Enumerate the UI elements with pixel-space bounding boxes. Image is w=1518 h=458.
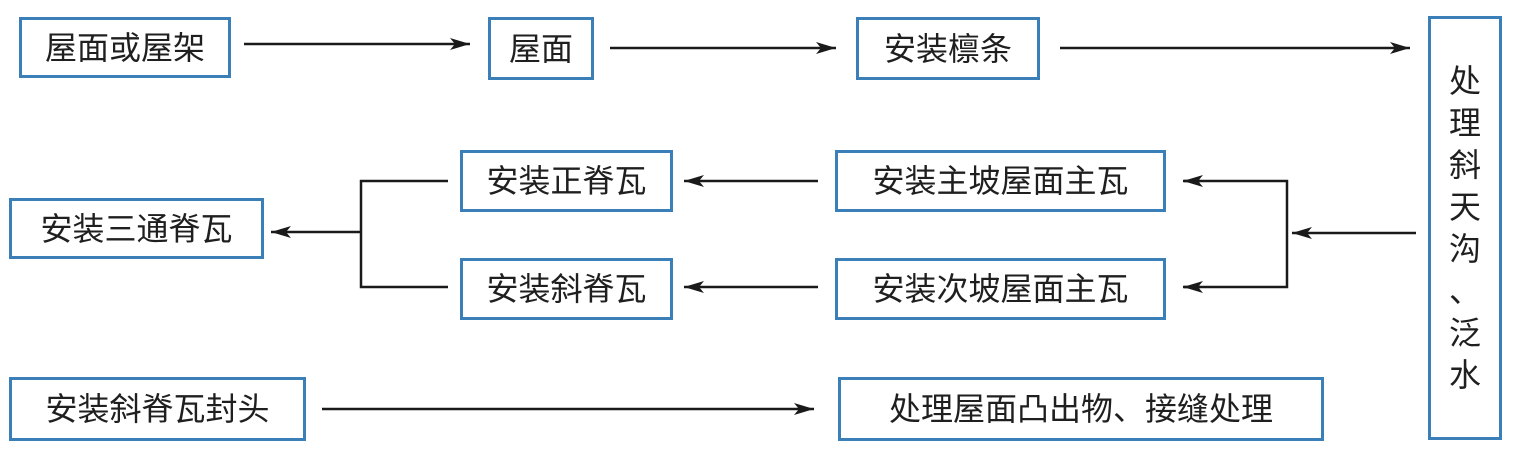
node-secondary-slope-tiles: 安装次坡屋面主瓦	[835, 258, 1166, 320]
valley-char: 处	[1448, 62, 1481, 100]
bracket-slope-branch	[1184, 179, 1289, 289]
node-ridge-tiles: 安装正脊瓦	[460, 150, 673, 212]
node-roof: 屋面	[488, 17, 594, 80]
valley-char: 天	[1448, 188, 1481, 226]
node-handle-valley-flashing: 处 理 斜 天 沟 、 泛 水	[1428, 16, 1502, 440]
node-main-slope-tiles: 安装主坡屋面主瓦	[835, 150, 1166, 212]
node-three-way-ridge-tiles: 安装三通脊瓦	[9, 198, 264, 259]
node-hip-ridge-end-caps: 安装斜脊瓦封头	[9, 377, 306, 441]
node-roof-or-truss: 屋面或屋架	[19, 17, 231, 78]
node-hip-ridge-tiles: 安装斜脊瓦	[460, 258, 673, 320]
valley-char: 斜	[1448, 146, 1481, 184]
node-protrusions-and-joints: 处理屋面凸出物、接缝处理	[838, 377, 1324, 441]
valley-char: 沟	[1448, 230, 1481, 268]
valley-char: 理	[1448, 104, 1481, 142]
valley-char: 水	[1448, 356, 1481, 394]
bracket-ridge-merge	[359, 179, 448, 289]
node-install-purlins: 安装檩条	[856, 17, 1040, 80]
valley-char: 、	[1448, 272, 1481, 310]
valley-char: 泛	[1448, 314, 1481, 352]
